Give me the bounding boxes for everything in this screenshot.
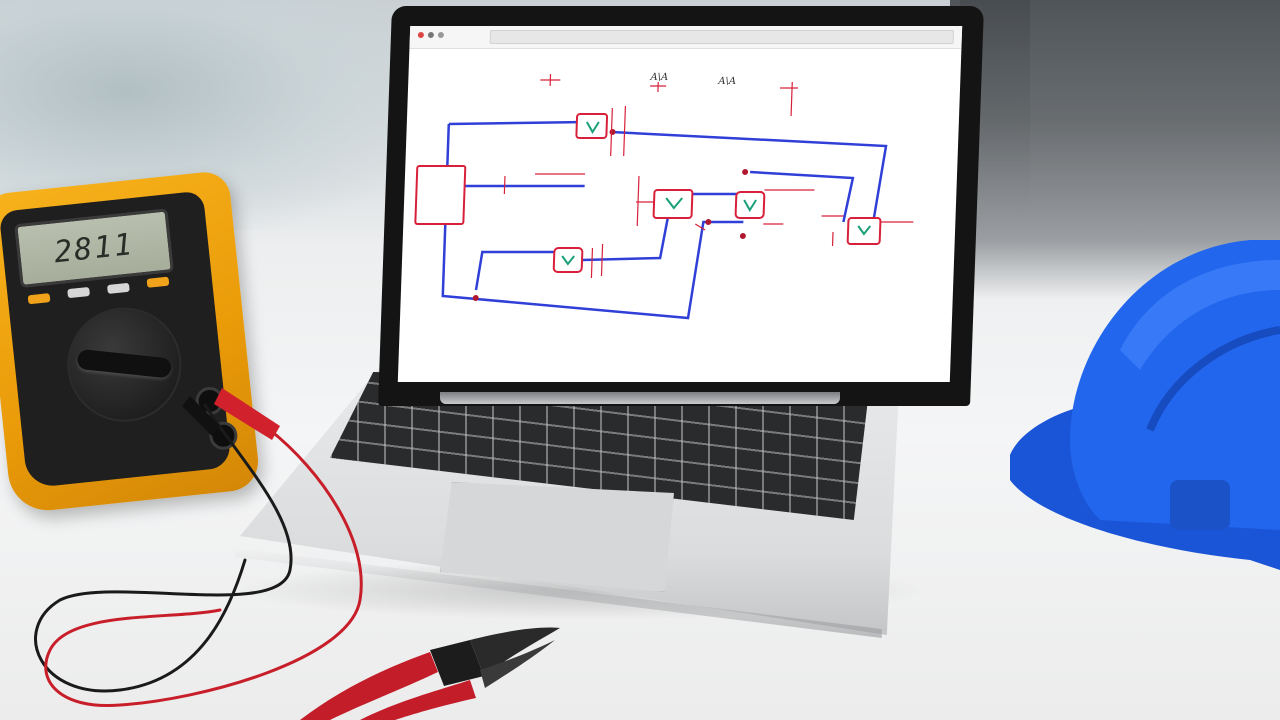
component-u5 bbox=[846, 217, 882, 245]
component-details bbox=[561, 121, 872, 266]
multimeter-jack-com-icon[interactable] bbox=[194, 385, 226, 417]
multimeter-jack-v-icon[interactable] bbox=[207, 420, 239, 452]
multimeter-knob[interactable] bbox=[76, 348, 173, 379]
wire-top-right bbox=[611, 130, 888, 222]
component-u1 bbox=[575, 113, 609, 139]
blue-hard-hat bbox=[1010, 240, 1280, 570]
schematic-label-2: A\A bbox=[717, 76, 736, 87]
schematic-components bbox=[414, 113, 882, 273]
wire-bottom-loop bbox=[441, 124, 744, 320]
multimeter: 2811 bbox=[0, 169, 262, 515]
schematic-label-1: A\A bbox=[649, 72, 668, 83]
wire-right bbox=[750, 170, 855, 223]
laptop-hinge bbox=[440, 392, 840, 404]
multimeter-button-1[interactable] bbox=[27, 293, 51, 305]
hard-hat-clip bbox=[1170, 480, 1230, 530]
multimeter-face: 2811 bbox=[0, 190, 239, 489]
multimeter-button-2[interactable] bbox=[67, 286, 91, 299]
multimeter-button-4[interactable] bbox=[146, 276, 170, 288]
component-u2 bbox=[652, 189, 694, 219]
component-pins bbox=[503, 74, 914, 278]
component-u4 bbox=[552, 247, 584, 273]
laptop-screen: A\A A\A bbox=[397, 26, 963, 382]
hard-hat-highlight bbox=[1120, 260, 1280, 370]
multimeter-dial[interactable] bbox=[61, 302, 188, 428]
component-connector bbox=[414, 165, 467, 225]
multimeter-display: 2811 bbox=[14, 208, 174, 289]
component-u3 bbox=[734, 191, 766, 219]
wire-top-left bbox=[448, 120, 587, 126]
circuit-schematic: A\A A\A bbox=[414, 72, 914, 320]
pliers bbox=[300, 627, 560, 720]
multimeter-button-3[interactable] bbox=[106, 282, 130, 295]
wire-lower-left bbox=[474, 250, 561, 291]
laptop-trackpad bbox=[440, 482, 674, 592]
schematic-wires bbox=[441, 120, 888, 320]
hard-hat-ridge bbox=[1146, 326, 1280, 432]
